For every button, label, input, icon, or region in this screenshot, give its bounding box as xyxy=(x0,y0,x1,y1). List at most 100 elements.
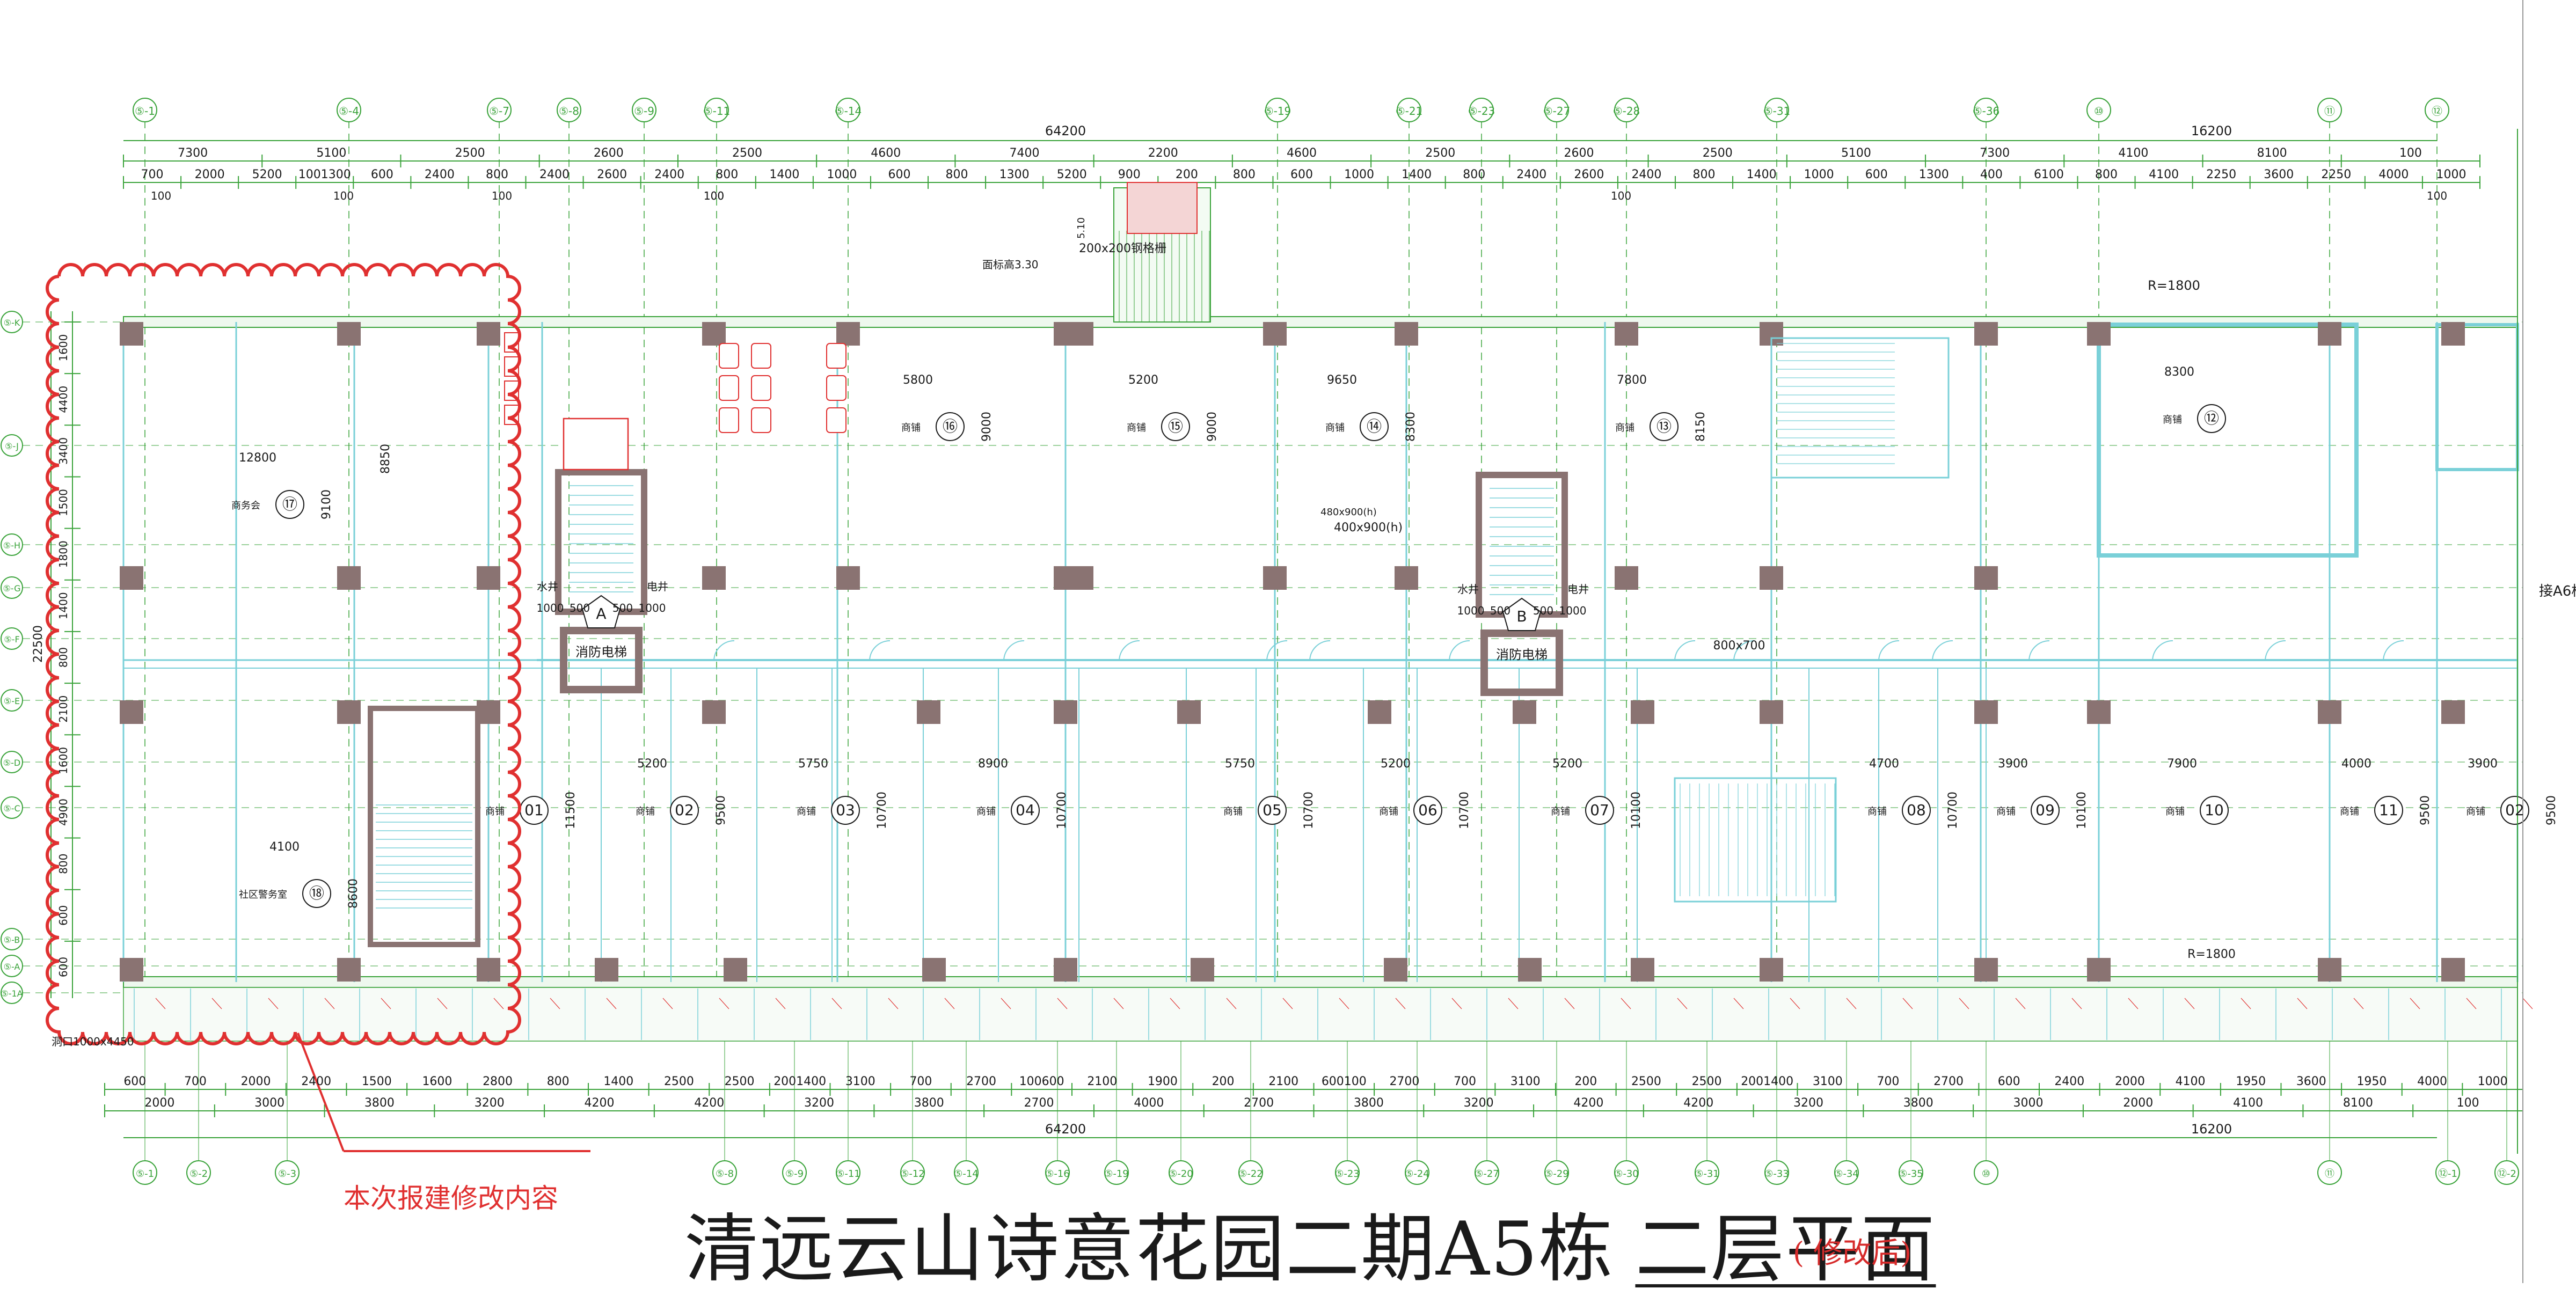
toilet-fixture xyxy=(826,375,846,401)
balcony-mark xyxy=(1564,998,1575,1009)
grate-red-box xyxy=(1127,182,1198,234)
room-height: 8850 xyxy=(379,444,392,474)
column xyxy=(1070,566,1093,590)
axis-label-bottom: ⑤-27 xyxy=(1475,1168,1499,1180)
room-label: 商铺 xyxy=(636,806,655,817)
dim-bottom-row1: 4000 xyxy=(2417,1075,2447,1088)
dim-top-row2: 1300 xyxy=(999,168,1030,181)
dim-top-row2: 800 xyxy=(2095,168,2118,181)
dim-top-row1: 4600 xyxy=(1287,147,1317,160)
dim-bottom-row2: 3000 xyxy=(254,1096,284,1110)
dim-top-row3: 100 xyxy=(704,189,724,202)
dim-left-total: 22500 xyxy=(32,625,45,663)
room-number: 06 xyxy=(1418,801,1437,819)
room-number-bubble xyxy=(1585,796,1614,825)
axis-bubble-top xyxy=(487,98,512,122)
column xyxy=(2318,958,2341,982)
axis-label-top: ⑤-28 xyxy=(1613,105,1640,118)
dim-top-row2: 4100 xyxy=(2149,168,2179,181)
column xyxy=(120,322,143,346)
dim-top-row2: 5200 xyxy=(1057,168,1087,181)
revision-leader xyxy=(297,1033,345,1152)
radius-label-top: R=1800 xyxy=(2148,278,2200,293)
axis-label-bottom: ⑤-33 xyxy=(1764,1168,1789,1180)
room-number: ⑭ xyxy=(1367,418,1382,435)
balcony-mark xyxy=(381,998,391,1009)
room-number: 11 xyxy=(2379,801,2398,819)
room-number: 04 xyxy=(1016,801,1035,819)
room-width: 4100 xyxy=(269,840,300,854)
axis-bubble-top xyxy=(1614,98,1639,122)
axis-label-bottom: ⑩ xyxy=(1982,1168,1990,1180)
room-label: 商铺 xyxy=(2466,806,2485,817)
dim-bottom-row1: 700 xyxy=(1454,1075,1476,1088)
dim-bottom-row1: 200 xyxy=(1212,1075,1235,1088)
room-label: 商铺 xyxy=(797,806,816,817)
column xyxy=(1513,700,1536,724)
column xyxy=(1631,700,1654,724)
dim-top-total: 64200 xyxy=(1045,123,1086,138)
column xyxy=(477,958,500,982)
balcony-mark xyxy=(1790,998,1800,1009)
dim-top-row3: 100 xyxy=(492,189,512,202)
balcony-mark xyxy=(1902,998,1913,1009)
dim-bottom-row1: 3100 xyxy=(845,1075,875,1088)
dim-top-row2: 200 xyxy=(1176,168,1198,181)
column xyxy=(595,958,618,982)
balcony-mark xyxy=(662,998,673,1009)
column xyxy=(2087,322,2111,346)
axis-label-bottom: ⑤-12 xyxy=(900,1168,925,1180)
room-width: 5750 xyxy=(1225,757,1255,771)
column xyxy=(1177,700,1201,724)
column xyxy=(1395,322,1418,346)
dim-top-row2: 1400 xyxy=(769,168,799,181)
dim-top-row2: 800 xyxy=(1693,168,1716,181)
room-height: 10700 xyxy=(1302,792,1316,829)
balcony-mark xyxy=(2353,998,2364,1009)
axis-bubble-top xyxy=(1265,98,1290,122)
room-height: 10100 xyxy=(2075,792,2089,829)
axis-label-left: ⑤-F xyxy=(4,634,19,645)
balcony-mark xyxy=(1451,998,1462,1009)
dim-top-row3: 100 xyxy=(1611,189,1631,202)
column xyxy=(702,700,726,724)
balcony-mark xyxy=(2015,998,2026,1009)
balcony-mark xyxy=(1508,998,1519,1009)
room-width: 7900 xyxy=(2167,757,2197,771)
core-dim: 1000 xyxy=(1559,604,1587,617)
room-height: 8600 xyxy=(347,878,360,909)
balcony-mark xyxy=(775,998,786,1009)
dim-top-row2: 2400 xyxy=(1516,168,1546,181)
balcony-mark xyxy=(1282,998,1293,1009)
room-height: 10100 xyxy=(1630,792,1643,829)
dim-top-row2: 4000 xyxy=(2378,168,2409,181)
axis-label-bottom: ⑤-29 xyxy=(1544,1168,1569,1180)
axis-label-bottom: ⑤-22 xyxy=(1238,1168,1263,1180)
dim-bottom-row2: 3800 xyxy=(1903,1096,1933,1110)
room-width: 5750 xyxy=(798,757,828,771)
dim-top-row1: 5100 xyxy=(316,147,346,160)
toilet-fixture xyxy=(826,407,846,433)
dim-top-total-right: 16200 xyxy=(2191,123,2232,138)
dim-bottom-row2: 4000 xyxy=(1134,1096,1164,1110)
axis-label-bottom: ⑤-3 xyxy=(278,1168,296,1180)
room-height: 9500 xyxy=(2545,795,2558,825)
dim-top-row2: 800 xyxy=(1233,168,1256,181)
room-width: 4700 xyxy=(1869,757,1899,771)
axis-label-left: ⑤-C xyxy=(3,803,20,814)
dim-bottom-row2: 3800 xyxy=(914,1096,944,1110)
dim-bottom-row2: 4200 xyxy=(1683,1096,1713,1110)
dim-left-part: 600 xyxy=(57,957,70,977)
room-number-bubble xyxy=(670,796,699,825)
dim-top-row2: 1000 xyxy=(1804,168,1834,181)
core-tag-badge xyxy=(1502,597,1542,631)
dim-top-row1: 2500 xyxy=(455,147,485,160)
balcony-mark xyxy=(268,998,279,1009)
dim-top-row1: 2600 xyxy=(1564,147,1594,160)
dim-top-row2: 2400 xyxy=(1631,168,1661,181)
toilet-fixture xyxy=(751,407,771,433)
door-arc xyxy=(2265,640,2286,662)
axis-label-bottom: ⑤-1 xyxy=(136,1168,154,1180)
core-dim: 500 xyxy=(570,602,590,614)
dim-top-row2: 2400 xyxy=(425,168,455,181)
